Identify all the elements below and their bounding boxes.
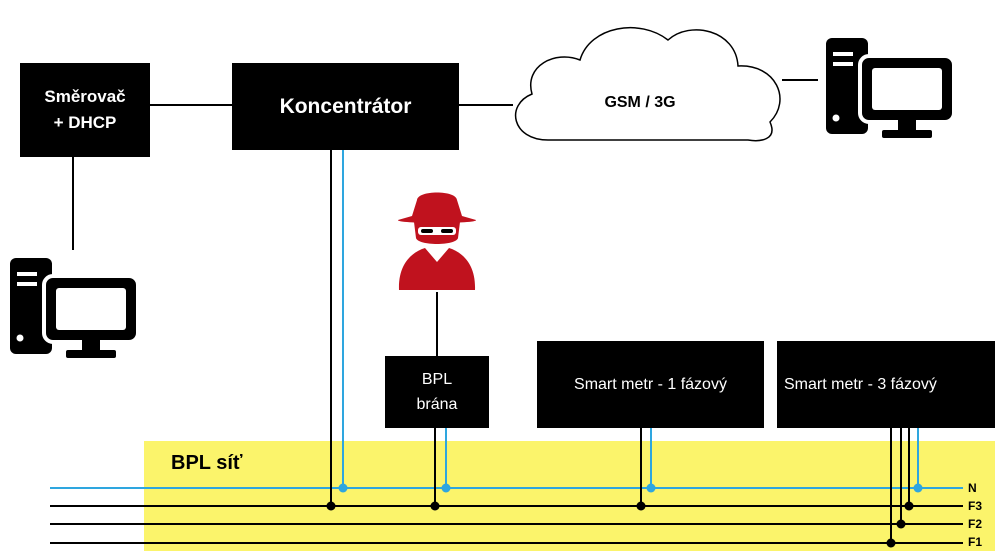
node-gateway-f3 [430,501,440,511]
line-label-f1: F1 [968,535,983,549]
router-box: Směrovač + DHCP [20,63,150,157]
bpl-gateway-box: BPL brána [385,356,489,428]
bpl-network-zone [144,441,995,551]
computer-icon [10,258,140,358]
smart-meter-3-phase-box: Smart metr - 3 fázový [777,341,995,428]
node-meter3-f3 [904,501,914,511]
cloud-label: GSM / 3G [604,94,676,111]
router-label-line1: Směrovač [44,87,126,106]
node-meter3-f1 [886,538,896,548]
gateway-label-line1: BPL [421,371,453,388]
line-label-f3: F3 [968,499,983,513]
meter3-label: Smart metr - 3 fázový [784,375,937,393]
node-meter3-f2 [896,519,906,529]
gateway-label-line2: brána [416,396,458,413]
node-meter1-f3 [636,501,646,511]
node-meter1-n [646,483,656,493]
router-label-line2: + DHCP [53,113,117,132]
node-concentrator-n [338,483,348,493]
node-gateway-n [441,483,451,493]
meter1-label: Smart metr - 1 fázový [574,375,727,393]
bpl-network-label: BPL síť [171,452,243,474]
concentrator-box: Koncentrátor [232,63,459,150]
node-concentrator-f3 [326,501,336,511]
attacker-icon [397,192,477,290]
computer-icon [826,38,956,138]
line-label-f2: F2 [968,517,983,531]
node-meter3-n [913,483,923,493]
concentrator-label: Koncentrátor [279,94,412,118]
cloud-icon [515,27,781,142]
smart-meter-1-phase-box: Smart metr - 1 fázový [537,341,764,428]
line-label-n: N [968,481,977,495]
